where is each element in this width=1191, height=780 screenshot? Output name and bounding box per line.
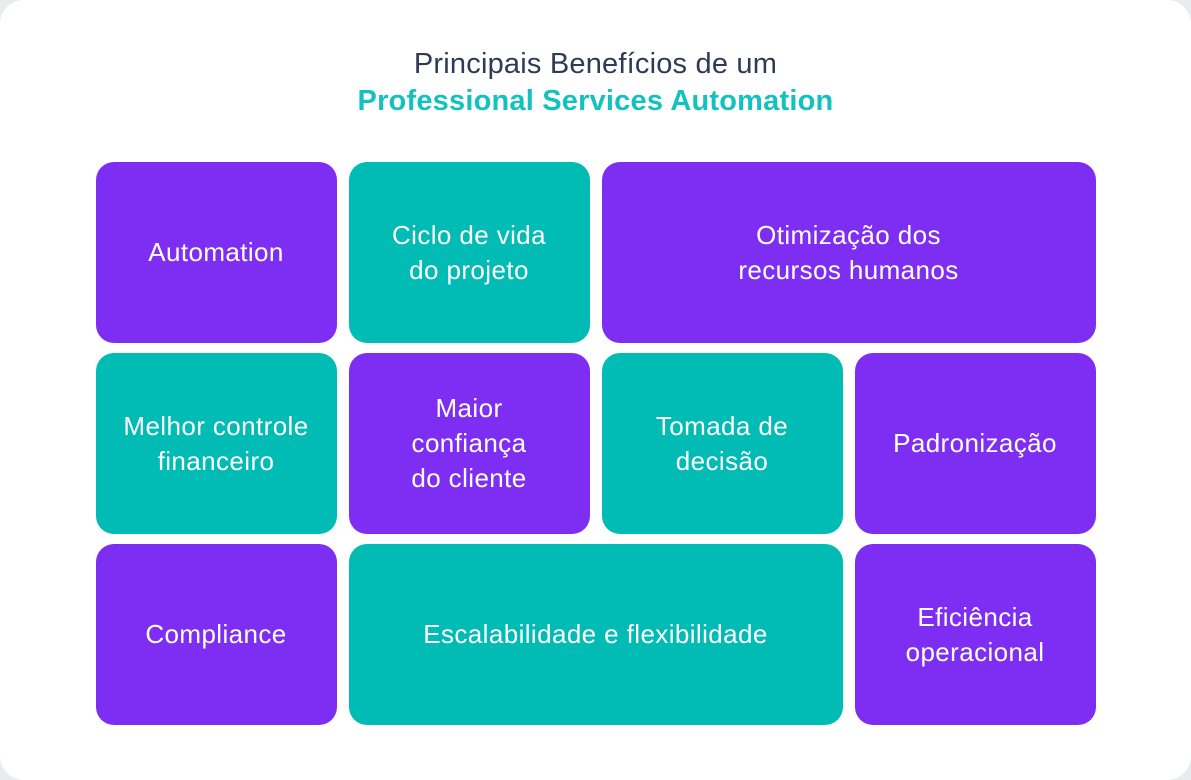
benefit-tile-maior-confianca-do-cliente: Maior confiança do cliente <box>348 353 590 534</box>
benefit-tile-melhor-controle-financeiro: Melhor controle financeiro <box>95 353 337 534</box>
tile-label: Melhor controle financeiro <box>123 410 309 476</box>
benefit-tile-tomada-de-decisao: Tomada de decisão <box>601 353 843 534</box>
benefit-tile-compliance: Compliance <box>95 544 337 725</box>
benefit-tile-automation: Automation <box>95 162 337 343</box>
tile-label: Otimização dos recursos humanos <box>738 219 959 285</box>
tile-label: Tomada de decisão <box>655 410 789 476</box>
benefit-tile-padronizacao: Padronização <box>854 353 1096 534</box>
benefits-grid: Automation Ciclo de vida do projeto Otim… <box>95 162 1096 725</box>
tile-label: Maior confiança do cliente <box>411 393 527 493</box>
page-subtitle: Professional Services Automation <box>357 85 834 117</box>
title-block: Principais Benefícios de um Professional… <box>0 0 1191 120</box>
benefit-tile-ciclo-de-vida-do-projeto: Ciclo de vida do projeto <box>348 162 590 343</box>
tile-label: Eficiência operacional <box>905 601 1045 667</box>
tile-label: Ciclo de vida do projeto <box>391 219 547 285</box>
benefit-tile-escalabilidade-e-flexibilidade: Escalabilidade e flexibilidade <box>348 544 843 725</box>
benefit-tile-otimizacao-dos-recursos-humanos: Otimização dos recursos humanos <box>601 162 1096 343</box>
tile-label: Escalabilidade e flexibilidade <box>423 619 768 649</box>
benefit-tile-eficiencia-operacional: Eficiência operacional <box>854 544 1096 725</box>
tile-label: Padronização <box>893 428 1057 458</box>
page-title: Principais Benefícios de um <box>413 48 778 80</box>
tile-label: Automation <box>148 237 284 267</box>
tile-label: Compliance <box>145 619 287 649</box>
